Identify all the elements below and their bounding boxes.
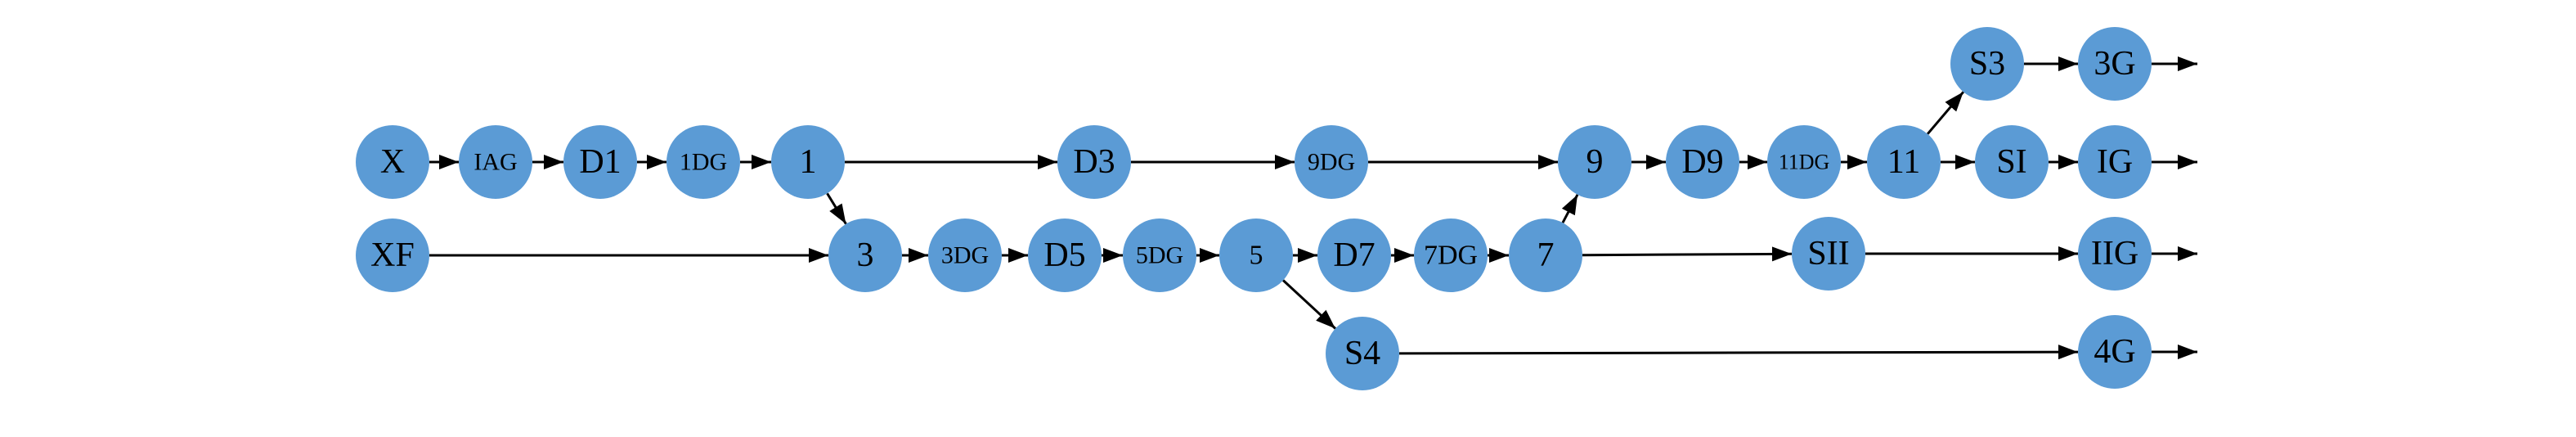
node-X: X bbox=[356, 125, 429, 199]
node-XF: XF bbox=[356, 218, 429, 292]
node-label: XF bbox=[370, 237, 415, 274]
node-S4: S4 bbox=[1326, 317, 1399, 390]
node-D1: D1 bbox=[563, 125, 637, 199]
node-label: 9 bbox=[1586, 143, 1604, 181]
node-circle bbox=[771, 125, 845, 199]
node-label: S4 bbox=[1344, 335, 1380, 372]
node-label: D9 bbox=[1681, 143, 1723, 181]
node-3DG: 3DG bbox=[928, 218, 1002, 292]
node-IAG: IAG bbox=[459, 125, 532, 199]
node-IG: IG bbox=[2078, 125, 2152, 199]
node-circle bbox=[1414, 218, 1488, 292]
node-circle bbox=[1317, 218, 1391, 292]
node-circle bbox=[2078, 217, 2152, 291]
edge-7-to-SII bbox=[1582, 246, 1793, 262]
node-label: S3 bbox=[1969, 45, 2005, 83]
edge-S4-to-4G bbox=[1398, 345, 2079, 360]
edge-5-to-S4 bbox=[1282, 279, 1336, 330]
node-3G: 3G bbox=[2078, 27, 2152, 101]
node-label: IIG bbox=[2091, 235, 2138, 273]
edge-1-to-3 bbox=[826, 192, 847, 225]
node-label: 11DG bbox=[1779, 151, 1830, 174]
node-3: 3 bbox=[828, 218, 902, 292]
node-SI: SI bbox=[1975, 125, 2049, 199]
node-label: 7 bbox=[1537, 237, 1555, 274]
node-label: 5 bbox=[1250, 241, 1263, 271]
node-label: D7 bbox=[1333, 237, 1375, 274]
node-D9: D9 bbox=[1666, 125, 1739, 199]
node-label: SII bbox=[1807, 235, 1849, 273]
node-label: 4G bbox=[2094, 333, 2135, 371]
node-7DG: 7DG bbox=[1414, 218, 1488, 292]
node-label: 7DG bbox=[1424, 241, 1478, 271]
node-4G: 4G bbox=[2078, 315, 2152, 389]
node-D5: D5 bbox=[1028, 218, 1102, 292]
node-IIG: IIG bbox=[2078, 217, 2152, 291]
node-circle bbox=[1558, 125, 1631, 199]
node-9: 9 bbox=[1558, 125, 1631, 199]
node-circle bbox=[1028, 218, 1102, 292]
node-circle bbox=[1767, 125, 1841, 199]
node-SII: SII bbox=[1792, 217, 1865, 291]
node-label: 3 bbox=[857, 237, 874, 274]
node-circle bbox=[928, 218, 1002, 292]
node-circle bbox=[2078, 125, 2152, 199]
node-label: 11 bbox=[1887, 143, 1920, 181]
node-circle bbox=[828, 218, 902, 292]
node-label: 1 bbox=[800, 143, 817, 181]
node-label: D5 bbox=[1043, 237, 1085, 274]
node-circle bbox=[459, 125, 532, 199]
node-circle bbox=[1057, 125, 1131, 199]
node-5: 5 bbox=[1219, 218, 1293, 292]
node-circle bbox=[2078, 315, 2152, 389]
node-label: 1DG bbox=[680, 149, 727, 176]
node-circle bbox=[356, 125, 429, 199]
node-D3: D3 bbox=[1057, 125, 1131, 199]
node-D7: D7 bbox=[1317, 218, 1391, 292]
edge-11-to-S3 bbox=[1927, 91, 1964, 135]
node-S3: S3 bbox=[1950, 27, 2024, 101]
node-circle bbox=[563, 125, 637, 199]
node-label: SI bbox=[1996, 143, 2026, 181]
edge-7-to-9 bbox=[1561, 194, 1579, 223]
node-label: 3G bbox=[2094, 45, 2135, 83]
node-7: 7 bbox=[1509, 218, 1582, 292]
node-label: IAG bbox=[473, 149, 517, 176]
node-label: IG bbox=[2097, 143, 2133, 181]
node-circle bbox=[1792, 217, 1865, 291]
node-circle bbox=[1295, 125, 1368, 199]
node-circle bbox=[1123, 218, 1196, 292]
node-circle bbox=[1666, 125, 1739, 199]
node-circle bbox=[1867, 125, 1941, 199]
node-circle bbox=[1219, 218, 1293, 292]
node-circle bbox=[2078, 27, 2152, 101]
node-label: D3 bbox=[1073, 143, 1115, 181]
node-label: X bbox=[380, 143, 405, 181]
node-label: D1 bbox=[579, 143, 621, 181]
nodes-layer: X IAG D1 1DG 1 D3 9DG 9 D9 11DG 11 SI IG S3 3G XF 3 3DG D5… bbox=[356, 27, 2152, 390]
node-label: 3DG bbox=[941, 242, 989, 269]
node-5DG: 5DG bbox=[1123, 218, 1196, 292]
node-9DG: 9DG bbox=[1295, 125, 1368, 199]
node-label: 9DG bbox=[1308, 149, 1355, 176]
node-label: 5DG bbox=[1136, 242, 1183, 269]
node-circle bbox=[666, 125, 740, 199]
node-11DG: 11DG bbox=[1767, 125, 1841, 199]
node-circle bbox=[1975, 125, 2049, 199]
node-11: 11 bbox=[1867, 125, 1941, 199]
node-1DG: 1DG bbox=[666, 125, 740, 199]
node-circle bbox=[1950, 27, 2024, 101]
node-circle bbox=[356, 218, 429, 292]
edges-layer bbox=[429, 56, 2197, 360]
node-circle bbox=[1509, 218, 1582, 292]
node-circle bbox=[1326, 317, 1399, 390]
node-1: 1 bbox=[771, 125, 845, 199]
